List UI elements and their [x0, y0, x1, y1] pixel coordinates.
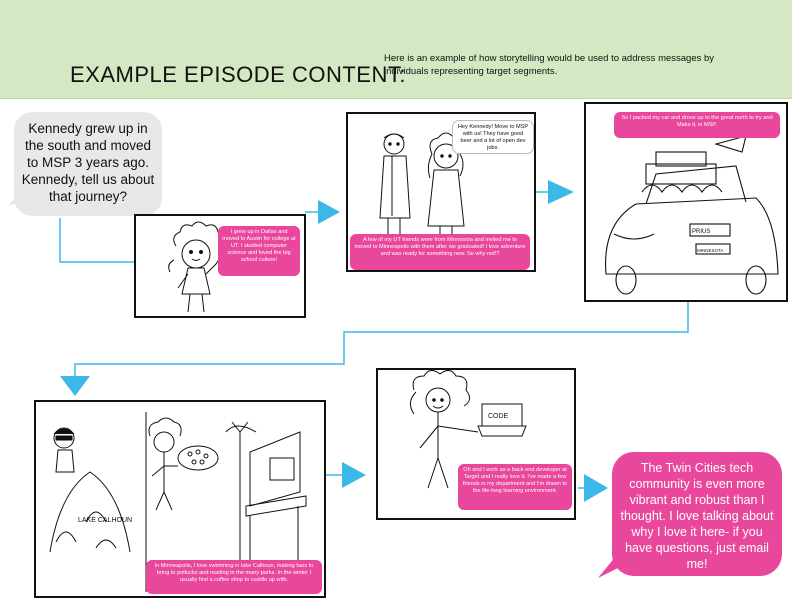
arrow-right-icon — [342, 462, 366, 488]
developer-drawing: CODE — [410, 370, 527, 489]
laptop-label: CODE — [488, 413, 509, 420]
panel-4-speech: In Minneapolis, I love swimming in lake … — [146, 560, 322, 594]
comic-panel-5: CODE Oh and I work as a back end develop… — [376, 368, 576, 520]
page-subtitle: Here is an example of how storytelling w… — [384, 53, 715, 77]
panel-3-text: So I packed my car and drove up to the g… — [621, 115, 773, 128]
friends-drawing — [379, 132, 465, 236]
panel-2-friend-text: Hey Kennedy! Move to MSP with us! They h… — [457, 124, 529, 151]
arrow-down-icon — [60, 376, 90, 396]
panel-2-speech: A few of my UT friends were from Minneso… — [350, 234, 530, 270]
license-plate: MINNESOTA — [697, 248, 723, 253]
comic-panel-3: PRIUS MINNESOTA So I packed my car and d… — [584, 102, 788, 302]
intro-text: Kennedy grew up in the south and moved t… — [21, 121, 155, 204]
arrow-right-icon — [584, 474, 608, 502]
closing-text: The Twin Cities tech community is even m… — [620, 461, 774, 571]
bubble-tail-icon — [598, 556, 622, 578]
comic-panel-1: I grew up in Dallas and moved to Austin … — [134, 214, 306, 318]
panel-5-speech: Oh and I work as a back end developer at… — [458, 464, 572, 510]
closing-speech-bubble: The Twin Cities tech community is even m… — [612, 452, 782, 576]
panel-5-text: Oh and I work as a back end developer at… — [462, 467, 568, 494]
car-label: PRIUS — [692, 229, 710, 235]
bubble-tail-icon — [8, 190, 28, 206]
arrow-right-icon — [318, 200, 340, 224]
page-title: EXAMPLE EPISODE CONTENT: — [70, 62, 406, 87]
panel-1-text: I grew up in Dallas and moved to Austin … — [222, 229, 296, 263]
comic-panel-4: LAKE CALHOUN In Minneapolis, I love swim… — [34, 400, 326, 598]
panel-2-friend-speech: Hey Kennedy! Move to MSP with us! They h… — [452, 120, 534, 154]
arrow-right-icon — [548, 180, 574, 204]
panel-2-text: A few of my UT friends were from Minneso… — [354, 237, 526, 257]
panel-3-speech: So I packed my car and drove up to the g… — [614, 112, 780, 138]
intro-speech-bubble: Kennedy grew up in the south and moved t… — [14, 112, 162, 216]
header-banner — [0, 0, 792, 99]
panel-4-text: In Minneapolis, I love swimming in lake … — [154, 563, 314, 583]
lake-label: LAKE CALHOUN — [78, 517, 132, 524]
packed-car-drawing: PRIUS MINNESOTA — [605, 135, 779, 295]
comic-panel-2: Hey Kennedy! Move to MSP with us! They h… — [346, 112, 536, 272]
panel-1-speech: I grew up in Dallas and moved to Austin … — [218, 226, 300, 276]
